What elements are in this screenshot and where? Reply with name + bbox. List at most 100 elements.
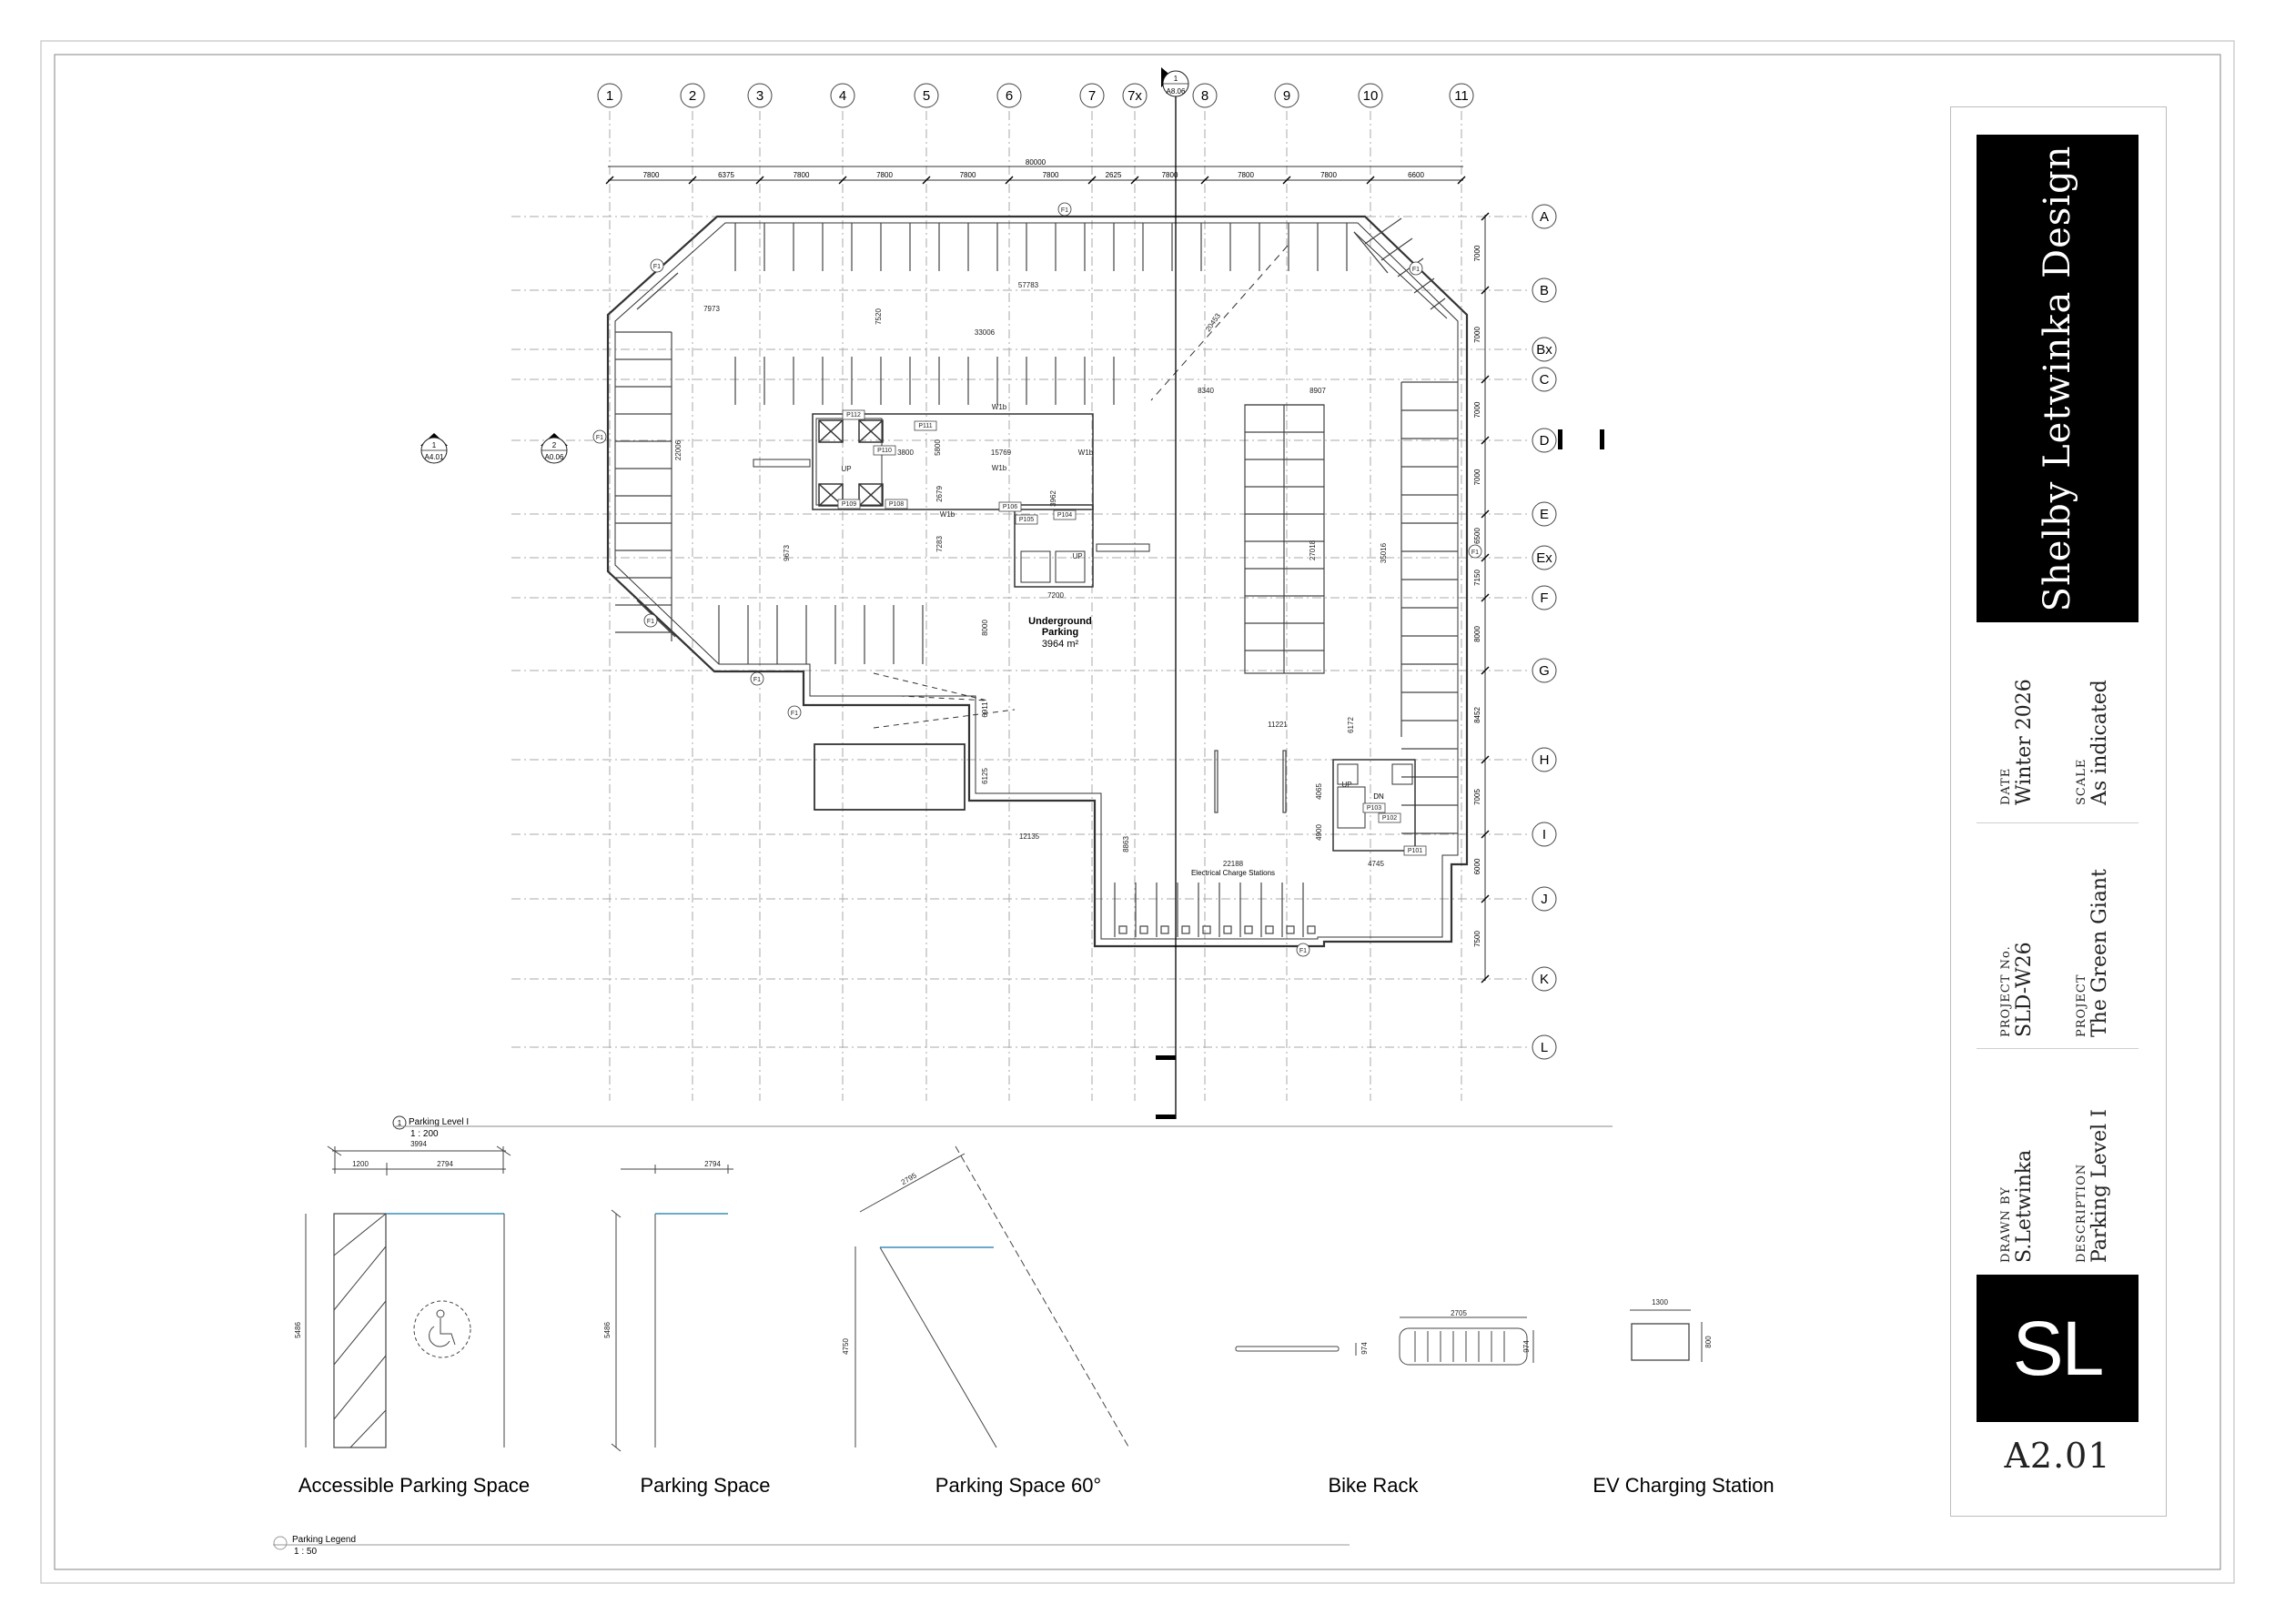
grid-label-D: D	[1540, 433, 1550, 449]
grid-bubble-J[interactable]: J	[1532, 886, 1557, 912]
svg-text:F1: F1	[1412, 267, 1420, 273]
room-tag-P106[interactable]: P106	[998, 501, 1022, 512]
plan-dim-31: W1b	[1078, 449, 1094, 457]
grid-bubble-G[interactable]: G	[1532, 658, 1557, 683]
plan-dim-20: 11221	[1268, 721, 1288, 729]
plan-dim-21: 6172	[1347, 717, 1355, 733]
grid-bubble-H[interactable]: H	[1532, 747, 1557, 772]
svg-text:P104: P104	[1057, 512, 1072, 519]
top-dim-9: 7800	[1320, 171, 1337, 179]
room-tag-P105[interactable]: P105	[1015, 514, 1038, 525]
legend-parking-space-60	[854, 1145, 1129, 1448]
dn-label: DN	[1373, 792, 1384, 801]
grid-label-H: H	[1540, 752, 1550, 768]
legend-dim-accessible-aisle: 1200	[352, 1160, 369, 1168]
grid-bubble-D[interactable]: D	[1532, 428, 1557, 453]
top-dim-8: 7800	[1238, 171, 1254, 179]
grid-bubble-3[interactable]: 3	[747, 83, 773, 108]
grid-bubble-4[interactable]: 4	[830, 83, 855, 108]
fire-tag-0: F1	[1057, 202, 1072, 217]
plan-dim-8: 15769	[991, 449, 1012, 457]
section-marker-2[interactable]: 2 A0.06	[541, 433, 568, 464]
top-dim-4: 7800	[960, 171, 976, 179]
plan-dim-1: 33006	[975, 328, 996, 337]
sheet-number: A2.01	[2004, 1436, 2111, 1476]
grid-bubble-7x[interactable]: 7x	[1122, 83, 1148, 108]
grid-bubble-6[interactable]: 6	[996, 83, 1022, 108]
grid-bubble-7[interactable]: 7	[1079, 83, 1105, 108]
grid-bubble-L[interactable]: L	[1532, 1034, 1557, 1060]
title-block	[1950, 106, 2167, 1517]
grid-bubble-E[interactable]: E	[1532, 501, 1557, 527]
description-value: Parking Level I	[2088, 1109, 2111, 1263]
up-label-1: UP	[1072, 552, 1082, 560]
grid-bubble-Ex[interactable]: Ex	[1532, 545, 1557, 570]
scale-field: SCALE As indicated	[2075, 680, 2111, 805]
grid-bubble-A[interactable]: A	[1532, 204, 1557, 229]
top-dim-7: 7800	[1162, 171, 1178, 179]
grid-bubble-C[interactable]: C	[1532, 367, 1557, 392]
section-marker-2-number: 2	[552, 441, 557, 449]
scale-label: SCALE	[2075, 758, 2088, 805]
grid-bubble-1[interactable]: 1	[597, 83, 622, 108]
description-label: DESCRIPTION	[2075, 1163, 2088, 1263]
firm-logo: SL	[1977, 1275, 2138, 1422]
grid-label-C: C	[1540, 372, 1550, 388]
room-tag-P109[interactable]: P109	[837, 499, 861, 509]
grid-bubble-K[interactable]: K	[1532, 966, 1557, 992]
legend-title-parking-60: Parking Space 60°	[935, 1474, 1101, 1497]
plan-dim-19: 6911	[981, 701, 989, 718]
grid-bubble-B[interactable]: B	[1532, 277, 1557, 303]
grid-bubble-8[interactable]: 8	[1192, 83, 1218, 108]
legend-dim-bike-width: 2705	[1451, 1309, 1467, 1317]
right-dim-1: 7000	[1473, 327, 1481, 343]
grid-bubble-F[interactable]: F	[1532, 585, 1557, 610]
right-dim-7: 8452	[1473, 707, 1481, 723]
room-tag-P103[interactable]: P103	[1362, 802, 1386, 813]
grid-lines	[511, 111, 1527, 1101]
svg-text:P109: P109	[842, 501, 856, 508]
section-marker-1-number: 1	[432, 441, 437, 449]
date-value: Winter 2026	[2013, 679, 2036, 805]
room-tag-P101[interactable]: P101	[1403, 845, 1427, 856]
plan-dim-26: 4745	[1368, 860, 1384, 868]
section-marker-3[interactable]: 1 A8.06	[1161, 67, 1189, 1119]
view-title-legend-name: Parking Legend	[292, 1535, 356, 1545]
view-title-main[interactable]: 1 Parking Level I 1 : 200	[392, 1115, 1613, 1139]
description-field: DESCRIPTION Parking Level I	[2075, 1109, 2111, 1263]
grid-bubble-2[interactable]: 2	[680, 83, 705, 108]
room-tag-P102[interactable]: P102	[1378, 812, 1401, 823]
grid-bubble-5[interactable]: 5	[914, 83, 939, 108]
room-tag-P112[interactable]: P112	[842, 409, 865, 420]
grid-bubble-11[interactable]: 11	[1449, 83, 1474, 108]
grid-label-6: 6	[1006, 88, 1013, 104]
right-dimension-string: 7000700070007000650071508000845270056000…	[1473, 212, 1490, 983]
grid-label-Bx: Bx	[1536, 342, 1552, 358]
grid-bubble-Bx[interactable]: Bx	[1532, 337, 1557, 362]
legend-title-bike-rack: Bike Rack	[1328, 1474, 1419, 1497]
grid-bubble-10[interactable]: 10	[1358, 83, 1383, 108]
room-tag-P110[interactable]: P110	[873, 445, 896, 456]
room-tag-P104[interactable]: P104	[1053, 509, 1077, 520]
grid-bubble-9[interactable]: 9	[1274, 83, 1299, 108]
plan-dim-13: 2679	[935, 486, 944, 502]
inner-border	[54, 54, 2221, 1570]
plan-dim-32: W1b	[940, 510, 956, 519]
plan-dim-9: 3800	[897, 449, 914, 457]
grid-bubble-I[interactable]: I	[1532, 822, 1557, 847]
section-marker-1[interactable]: 1 A4.01	[420, 433, 448, 464]
plan-dim-24: 8863	[1122, 836, 1130, 852]
svg-text:F1: F1	[791, 711, 798, 717]
view-title-legend[interactable]: Parking Legend 1 : 50	[273, 1535, 1350, 1557]
area-value: 3964 m²	[1042, 639, 1079, 650]
svg-text:F1: F1	[653, 264, 661, 270]
legend-dim-accessible-space: 2794	[437, 1160, 453, 1168]
plan-dim-3: 7520	[875, 308, 883, 325]
grid-label-3: 3	[756, 88, 763, 104]
section-marker-2-sheet: A0.06	[545, 453, 564, 461]
view-title-main-scale: 1 : 200	[410, 1129, 439, 1139]
room-tag-P111[interactable]: P111	[914, 420, 937, 431]
room-tag-P108[interactable]: P108	[885, 499, 908, 509]
elevator-stair-core	[812, 413, 1416, 852]
